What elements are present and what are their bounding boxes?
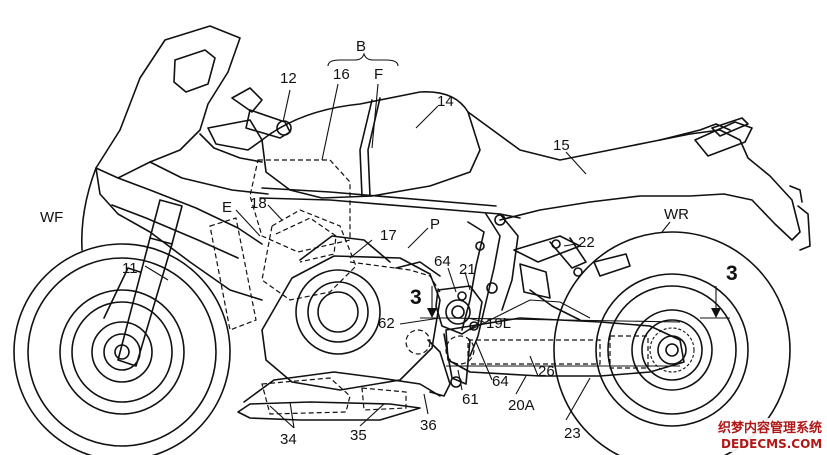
label-3-right: 3 xyxy=(726,262,738,285)
watermark-line2: DEDECMS.COM xyxy=(721,437,822,451)
label-P: P xyxy=(430,216,440,233)
label-26: 26 xyxy=(538,363,555,380)
label-12: 12 xyxy=(280,70,297,87)
label-14: 14 xyxy=(437,93,454,110)
label-62: 62 xyxy=(378,315,395,332)
label-36: 36 xyxy=(420,417,437,434)
label-E: E xyxy=(222,199,232,216)
frame xyxy=(259,187,521,357)
label-17: 17 xyxy=(380,227,397,244)
front-wheel xyxy=(13,243,231,455)
label-61: 61 xyxy=(462,391,479,408)
handlebar xyxy=(199,87,292,163)
label-3-left: 3 xyxy=(410,286,422,309)
swingarm xyxy=(445,299,685,377)
label-11: 11 xyxy=(122,260,138,277)
label-19L: 19L xyxy=(486,315,511,332)
label-64-upper: 64 xyxy=(434,253,451,270)
label-F: F xyxy=(374,66,383,83)
section-indicator-left xyxy=(420,286,446,319)
front-fairing xyxy=(80,25,269,301)
watermark-line1: 织梦内容管理系统 xyxy=(718,420,822,436)
label-20A: 20A xyxy=(508,397,535,414)
seat-and-tail xyxy=(467,111,811,251)
pivot-assembly xyxy=(435,285,483,388)
label-22: 22 xyxy=(578,234,595,251)
label-35: 35 xyxy=(350,427,367,444)
engine xyxy=(209,159,441,391)
site-watermark: 织梦内容管理系统 DEDECMS.COM xyxy=(716,418,824,452)
front-fork xyxy=(103,199,183,367)
fuel-tank xyxy=(261,91,481,199)
label-WR: WR xyxy=(664,206,689,223)
label-34: 34 xyxy=(280,431,297,448)
reference-labels: B 16 F 12 14 15 WF WR 18 E P 17 11 22 64… xyxy=(40,38,738,448)
exhaust-and-belly-pan xyxy=(237,339,451,421)
label-16: 16 xyxy=(333,66,350,83)
section-indicator-right xyxy=(700,286,730,319)
label-B: B xyxy=(356,38,366,55)
rear-wheel xyxy=(553,231,791,455)
label-64-lower: 64 xyxy=(492,373,509,390)
rear-shock xyxy=(513,235,631,321)
label-21: 21 xyxy=(459,261,476,278)
leader-lines xyxy=(144,52,671,429)
label-23: 23 xyxy=(564,425,581,442)
label-WF: WF xyxy=(40,209,63,226)
label-15: 15 xyxy=(553,137,570,154)
drive-chain xyxy=(445,317,681,367)
label-18: 18 xyxy=(250,195,267,212)
